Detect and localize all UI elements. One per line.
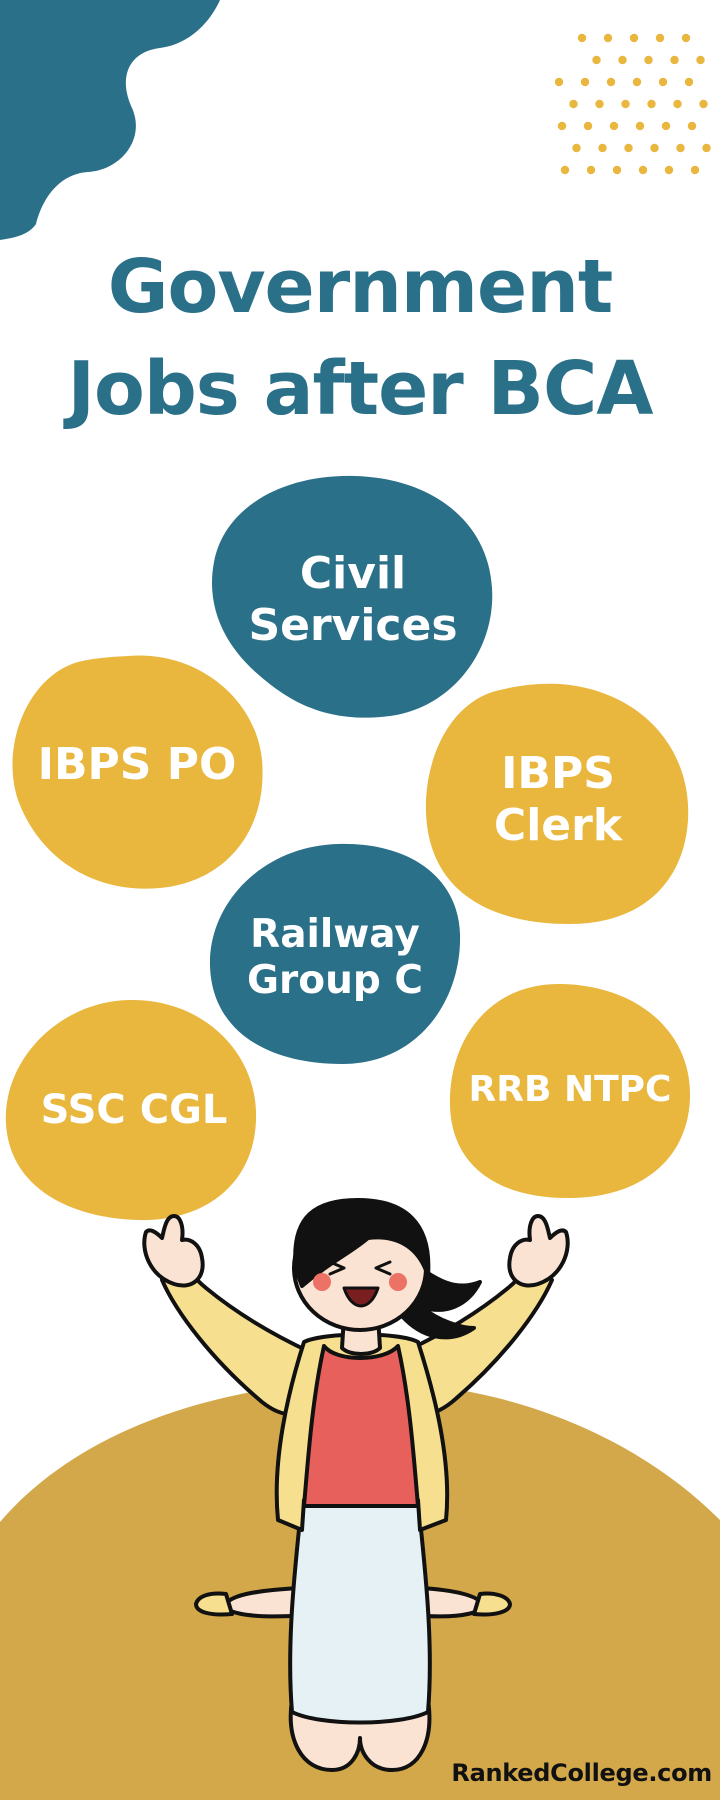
job-label-line: IBPS <box>501 748 615 800</box>
dot <box>586 165 596 175</box>
dot <box>644 55 653 65</box>
job-label-line: Railway <box>250 911 420 957</box>
job-label-line: IBPS PO <box>37 739 237 791</box>
brand-name[interactable]: RankedCollege.com <box>451 1759 712 1787</box>
dot <box>658 77 668 87</box>
job-label-line: Services <box>248 600 458 651</box>
jumping-woman-illustration <box>142 1198 570 1772</box>
job-civil-services[interactable]: Civil Services <box>214 500 492 700</box>
dot <box>618 55 627 65</box>
job-label-line: Clerk <box>493 800 623 851</box>
dot <box>702 143 711 153</box>
dot <box>632 77 642 87</box>
dot <box>612 165 622 175</box>
ground-hill <box>0 1381 720 1800</box>
dot <box>661 121 671 131</box>
dot <box>557 121 567 131</box>
right-fist <box>507 1214 570 1288</box>
dot <box>554 77 564 87</box>
dot <box>696 55 705 65</box>
dot <box>577 33 587 43</box>
right-shoe <box>472 1591 512 1617</box>
dot <box>560 165 570 175</box>
left-leg <box>223 1586 302 1619</box>
shirt <box>302 1344 420 1508</box>
dot <box>650 143 659 153</box>
job-rrb-ntpc[interactable]: RRB NTPC <box>450 1010 690 1170</box>
dot <box>673 99 682 109</box>
skirt <box>288 1498 432 1725</box>
dot <box>635 121 645 131</box>
job-label-line: SSC CGL <box>40 1087 228 1134</box>
job-ibps-po[interactable]: IBPS PO <box>12 680 262 850</box>
left-shoe <box>194 1591 234 1617</box>
job-ssc-cgl[interactable]: SSC CGL <box>12 1026 256 1196</box>
job-label-line: Group C <box>247 958 423 1003</box>
dot <box>684 77 694 87</box>
ponytail <box>400 1260 482 1340</box>
dot <box>699 99 708 109</box>
dot <box>681 33 691 43</box>
dot <box>638 165 648 175</box>
page-title-line-2: Jobs after BCA <box>67 346 653 432</box>
left-eye <box>328 1260 346 1276</box>
left-arm <box>160 1260 318 1417</box>
dot <box>690 165 700 175</box>
dot <box>603 33 613 43</box>
dot <box>624 143 633 153</box>
right-leg <box>418 1586 485 1619</box>
job-label-line: Civil <box>299 548 407 600</box>
dot <box>606 77 616 87</box>
knees <box>288 1698 432 1772</box>
left-fist <box>142 1214 205 1288</box>
dot <box>647 99 656 109</box>
dot <box>629 33 639 43</box>
dot <box>621 99 630 109</box>
dot <box>670 55 679 65</box>
page-title-line-1: Government <box>107 244 614 330</box>
dot <box>580 77 590 87</box>
dot <box>664 165 674 175</box>
dot <box>583 121 593 131</box>
dot <box>569 99 578 109</box>
dot <box>609 121 619 131</box>
dot <box>687 121 697 131</box>
wave-corner-shape <box>0 0 220 240</box>
job-ibps-clerk[interactable]: IBPS Clerk <box>428 700 688 900</box>
dot <box>572 143 581 153</box>
dot <box>598 143 607 153</box>
right-eye <box>374 1260 392 1276</box>
face <box>292 1204 428 1332</box>
neck <box>340 1314 382 1356</box>
mouth <box>342 1286 380 1308</box>
job-label-line: RRB NTPC <box>468 1068 672 1110</box>
dot <box>595 99 604 109</box>
jacket <box>274 1332 450 1532</box>
dot-pattern <box>554 33 711 175</box>
dot <box>655 33 665 43</box>
right-arm <box>396 1260 554 1417</box>
left-cheek <box>313 1273 331 1291</box>
job-railway-group-c[interactable]: Railway Group C <box>210 868 460 1048</box>
right-cheek <box>389 1273 407 1291</box>
hair <box>293 1198 431 1288</box>
dot <box>592 55 601 65</box>
dot <box>676 143 685 153</box>
